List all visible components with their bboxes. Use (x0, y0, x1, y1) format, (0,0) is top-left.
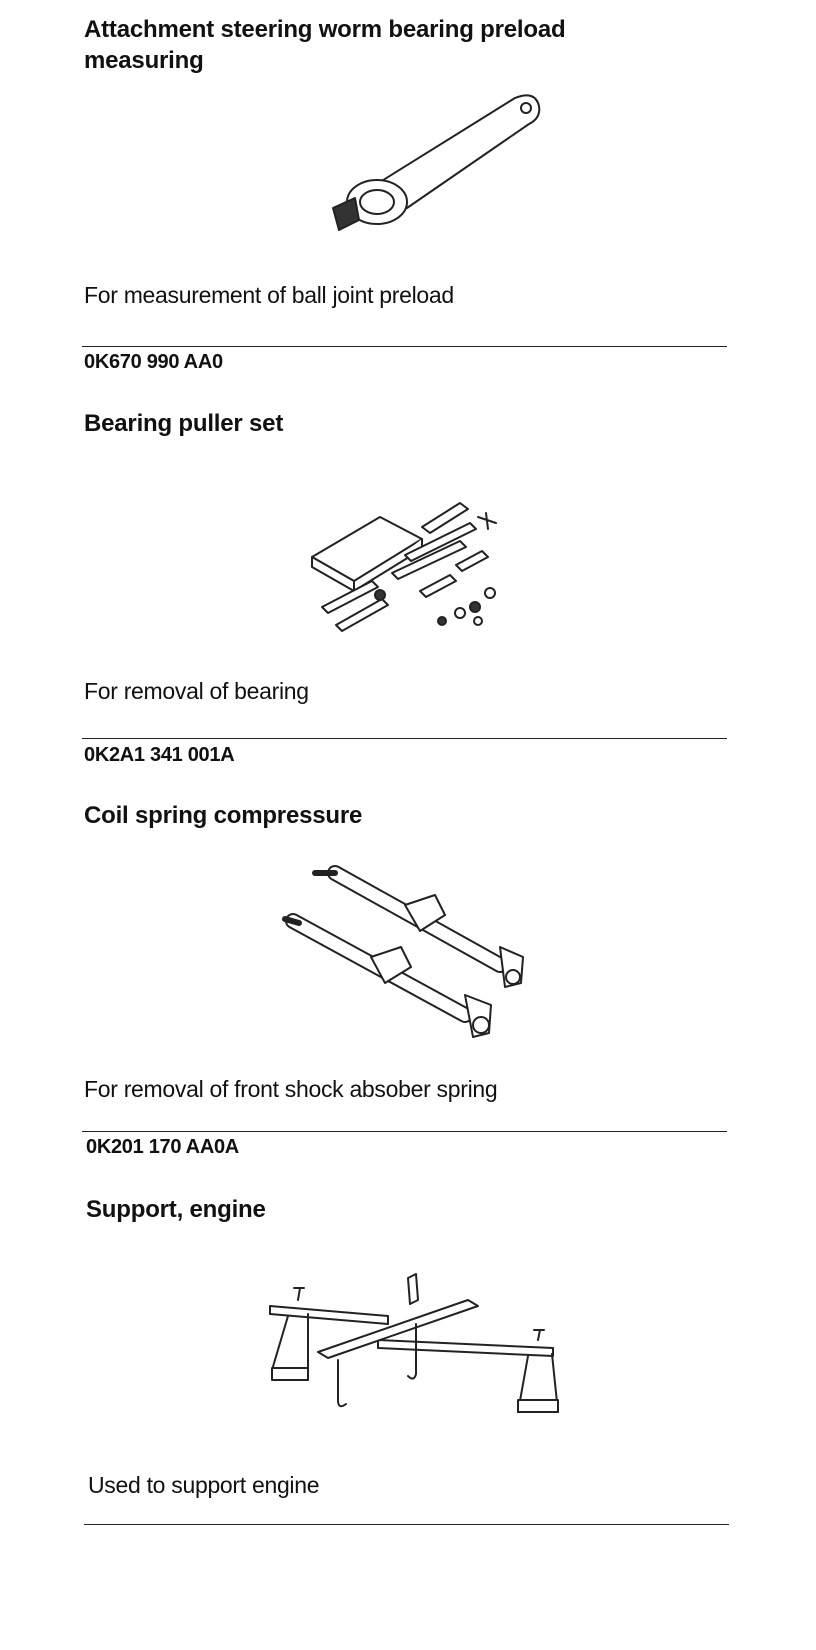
divider (84, 1524, 729, 1525)
tool-description: For removal of bearing (84, 678, 309, 704)
divider (82, 1131, 727, 1132)
tool-title: Attachment steering worm bearing preload… (84, 16, 566, 74)
tool-description: For measurement of ball joint preload (84, 282, 454, 308)
part-number: 0K670 990 AA0 (84, 351, 223, 373)
tool-title: Support, engine (86, 1196, 266, 1223)
preload-wrench-icon (332, 94, 541, 231)
tool-description: For removal of front shock absober sprin… (84, 1076, 498, 1102)
tool-title: Bearing puller set (84, 410, 284, 437)
tool-description: Used to support engine (88, 1472, 320, 1498)
divider (82, 738, 727, 739)
divider (82, 346, 727, 347)
part-number: 0K201 170 AA0A (86, 1136, 239, 1158)
part-number: 0K2A1 341 001A (84, 744, 235, 766)
tool-title: Coil spring compressure (84, 802, 363, 829)
engine-support-icon (269, 1273, 559, 1413)
coil-spring-compressor-icon (282, 865, 524, 1038)
bearing-puller-set-icon (311, 502, 497, 632)
